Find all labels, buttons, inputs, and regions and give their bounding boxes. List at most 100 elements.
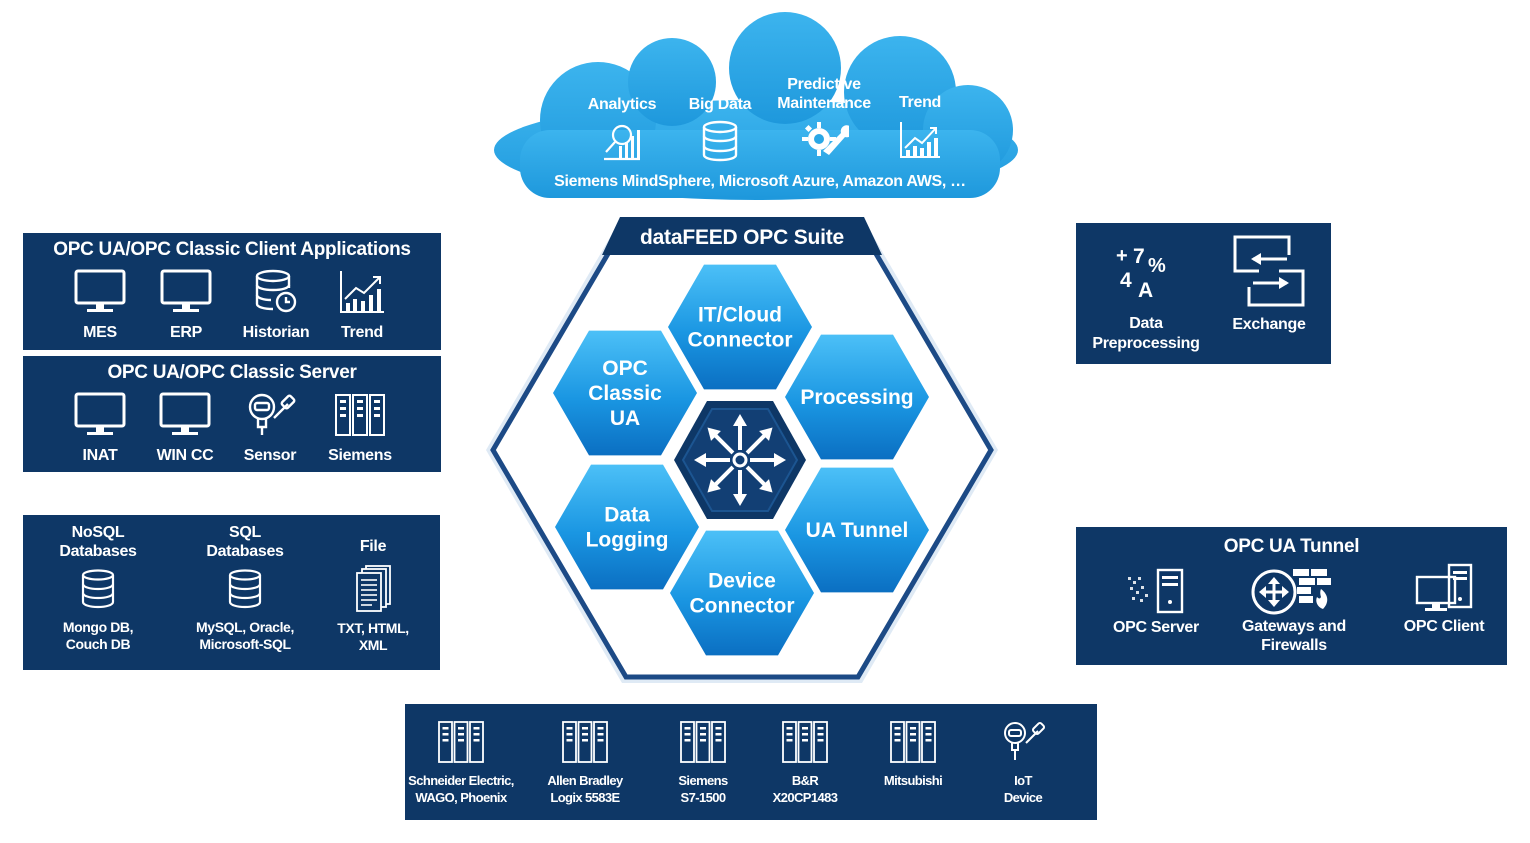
hub-arrow [707,427,735,455]
historian-label: Historian [242,324,310,341]
monitor-icon [74,269,126,312]
cloud [494,12,1018,200]
client-item-historian: Historian [237,269,315,342]
client-apps-panel: OPC UA/OPC Classic Client Applications M… [23,233,441,350]
data-label-2: Preprocessing [1092,335,1200,352]
hub-arrow [733,414,747,450]
client-icon [1415,563,1473,611]
hex-device-connector-shape [670,530,814,656]
arrows-hub-icon [694,414,786,506]
a-symbol: A [1138,279,1154,302]
database-history-icon [255,269,297,313]
sql-sub-2: Microsoft-SQL [199,636,291,652]
cloud-trend: Trend [880,93,960,160]
plus-symbol: + [1116,245,1128,267]
exchange-label: Exchange [1232,316,1306,333]
hex-it-cloud-connector-label-1: IT/Cloud [698,304,782,327]
file-title: File [359,538,387,555]
nosql-title-1: NoSQL [71,524,125,541]
hex-opc-classic-ua-label-2: Classic [588,382,662,405]
sql-title-1: SQL [229,524,261,541]
device-item: B&R X20CP1483 [750,720,860,806]
sql-item: SQL Databases MySQL, Oracle, Microsoft-S… [187,523,303,653]
module-hexagons: IT/CloudConnectorOPCClassicUAProcessingD… [547,259,935,661]
hub-arrow [745,465,773,493]
trend-chart-icon [900,122,940,158]
device-label-1: Mitsubishi [883,773,943,788]
client-apps-title: OPC UA/OPC Classic Client Applications [53,239,411,260]
gear-wrench-icon [802,122,849,156]
client-item-trend: Trend [333,269,391,342]
data-label-1: Data [1129,315,1163,332]
sql-title-2: Databases [206,543,284,560]
client-item-mes: MES [71,269,129,342]
hex-ua-tunnel: UA Tunnel [779,462,935,598]
file-sub-2: XML [358,637,388,653]
wincc-label: WIN CC [156,447,214,464]
hex-device-connector-label-1: Device [708,570,776,593]
device-label-2: Device [1003,790,1043,805]
opc-client-label: OPC Client [1403,618,1485,635]
monitor-icon [74,392,126,435]
sensor-label: Sensor [243,447,297,464]
hex-data-logging-label-1: Data [604,504,650,527]
server-rack-icon [562,721,608,763]
hex-it-cloud-connector-label-2: Connector [688,329,793,352]
monitor-icon [160,269,212,312]
server-panel: OPC UA/OPC Classic Server INAT WIN CC Se… [23,356,441,472]
cloud-platforms: Siemens MindSphere, Microsoft Azure, Ama… [554,173,966,190]
predictive-label-1: Predictive [787,76,861,93]
hex-opc-classic-ua-label-3: UA [610,407,640,430]
databases-panel: NoSQL Databases Mongo DB, Couch DB SQL D… [23,515,440,670]
hex-data-logging-label-2: Logging [586,529,669,552]
monitor-icon [159,392,211,435]
preprocessing-panel: + 7 % 4 A Data Preprocessing Exchange [1076,223,1331,364]
cloud-predictive: Predictive Maintenance [768,75,880,159]
hex-ua-tunnel-label-1: UA Tunnel [806,519,909,542]
hub-arrow [733,470,747,506]
percent-symbol: % [1148,255,1166,277]
server-item-sensor: Sensor [239,392,301,465]
hex-processing-label-1: Processing [800,386,913,409]
sql-sub-1: MySQL, Oracle, [196,619,294,635]
hex-opc-classic-ua-shape [553,330,697,456]
server-item-siemens: Siemens [321,392,399,465]
device-item: Schneider Electric,WAGO, Phoenix [406,720,516,806]
database-icon [702,120,738,162]
server-item-wincc: WIN CC [151,392,219,465]
server-rack-icon [335,394,385,436]
preprocessing-symbols: + 7 % 4 A [1116,245,1176,302]
tunnel-gateways: Gateways and Firewalls [1226,565,1362,655]
four-symbol: 4 [1120,269,1132,292]
cloud-bigdata: Big Data [678,95,762,162]
cloud-analytics: Analytics [578,95,666,162]
device-label-2: X20CP1483 [772,790,838,805]
hex-opc-classic-ua-label-1: OPC [602,357,648,380]
hex-data-logging-shape [555,464,699,590]
device-label-2: S7-1500 [680,790,727,805]
device-label-1: B&R [791,773,819,788]
document-stack-icon [356,565,391,612]
hub-arrow [694,453,730,467]
analytics-label: Analytics [587,96,657,113]
device-label-2: Logix 5583E [550,790,620,805]
firewall-icon [1251,569,1331,615]
file-sub-1: TXT, HTML, [337,620,409,636]
nosql-sub-1: Mongo DB, [62,619,134,635]
hex-processing: Processing [779,329,935,465]
nosql-title-2: Databases [59,543,137,560]
hex-ua-tunnel-shape [785,467,929,593]
mes-label: MES [83,324,117,341]
server-rack-icon [438,721,484,763]
server-icon [1128,568,1184,614]
exchange-icon [1233,235,1305,307]
server-rack-icon [782,721,828,763]
device-label-1: Schneider Electric, [408,773,514,788]
trend-chart-icon [340,271,384,313]
sensor-icon [248,393,296,435]
